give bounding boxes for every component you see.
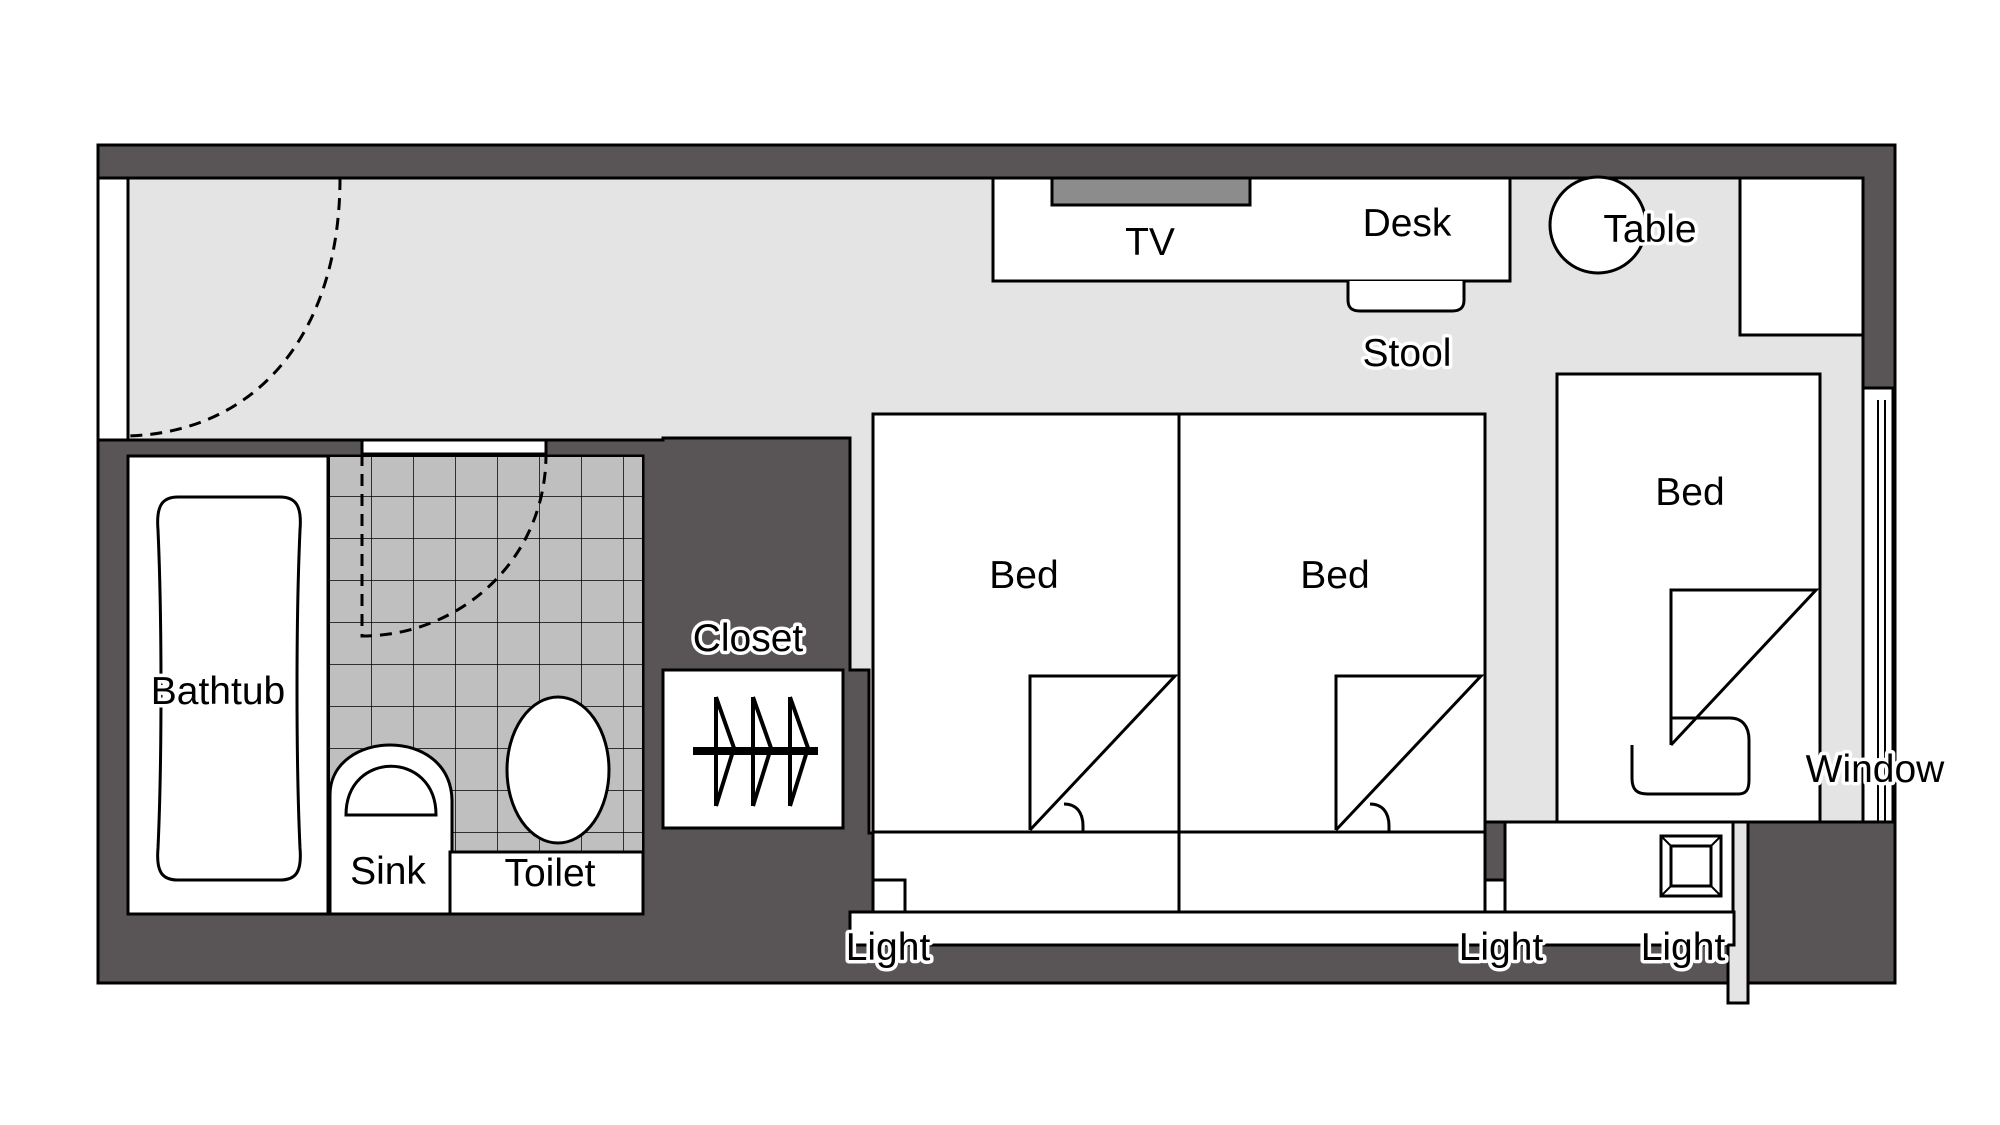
desk-label: Desk [1363,202,1452,245]
stool-label: Stool [1363,332,1452,375]
entrance-door-opening [96,176,130,442]
light-3-label: Light [1641,926,1726,969]
toilet [505,695,611,845]
bed-1 [871,412,1181,834]
light-1-label: Light [846,926,931,969]
bed-2 [1177,412,1487,834]
table-label: Table [1603,208,1696,251]
entrance-door-swing [127,177,342,438]
window-label: Window [1806,748,1946,791]
tv-label: TV [1125,221,1175,264]
bed-2-blanket-fold [1334,674,1485,832]
closet-label: Closet [693,617,804,660]
sink-basin [344,764,438,817]
bed-3-pillow [1630,716,1751,796]
tv-screen [1050,176,1252,207]
bathtub-label: Bathtub [151,670,285,713]
bathroom-door-swing [360,453,548,638]
light-1-fixture [871,878,907,914]
corner-cabinet [1738,176,1865,337]
bed-2-label: Bed [1300,554,1369,597]
bottom-ledge [848,910,1736,947]
toilet-label: Toilet [504,852,595,895]
sink-label: Sink [350,850,426,893]
bed-1-blanket-fold [1028,674,1179,832]
table [1548,175,1648,275]
bathtub [156,495,302,882]
bathroom-door-opening [360,438,548,456]
bed-3-blanket-fold [1669,588,1820,747]
bed-3-label: Bed [1655,471,1724,514]
stool [1346,281,1466,313]
bed-1-label: Bed [989,554,1058,597]
toilet-base [448,850,645,916]
light-2-label: Light [1459,926,1544,969]
